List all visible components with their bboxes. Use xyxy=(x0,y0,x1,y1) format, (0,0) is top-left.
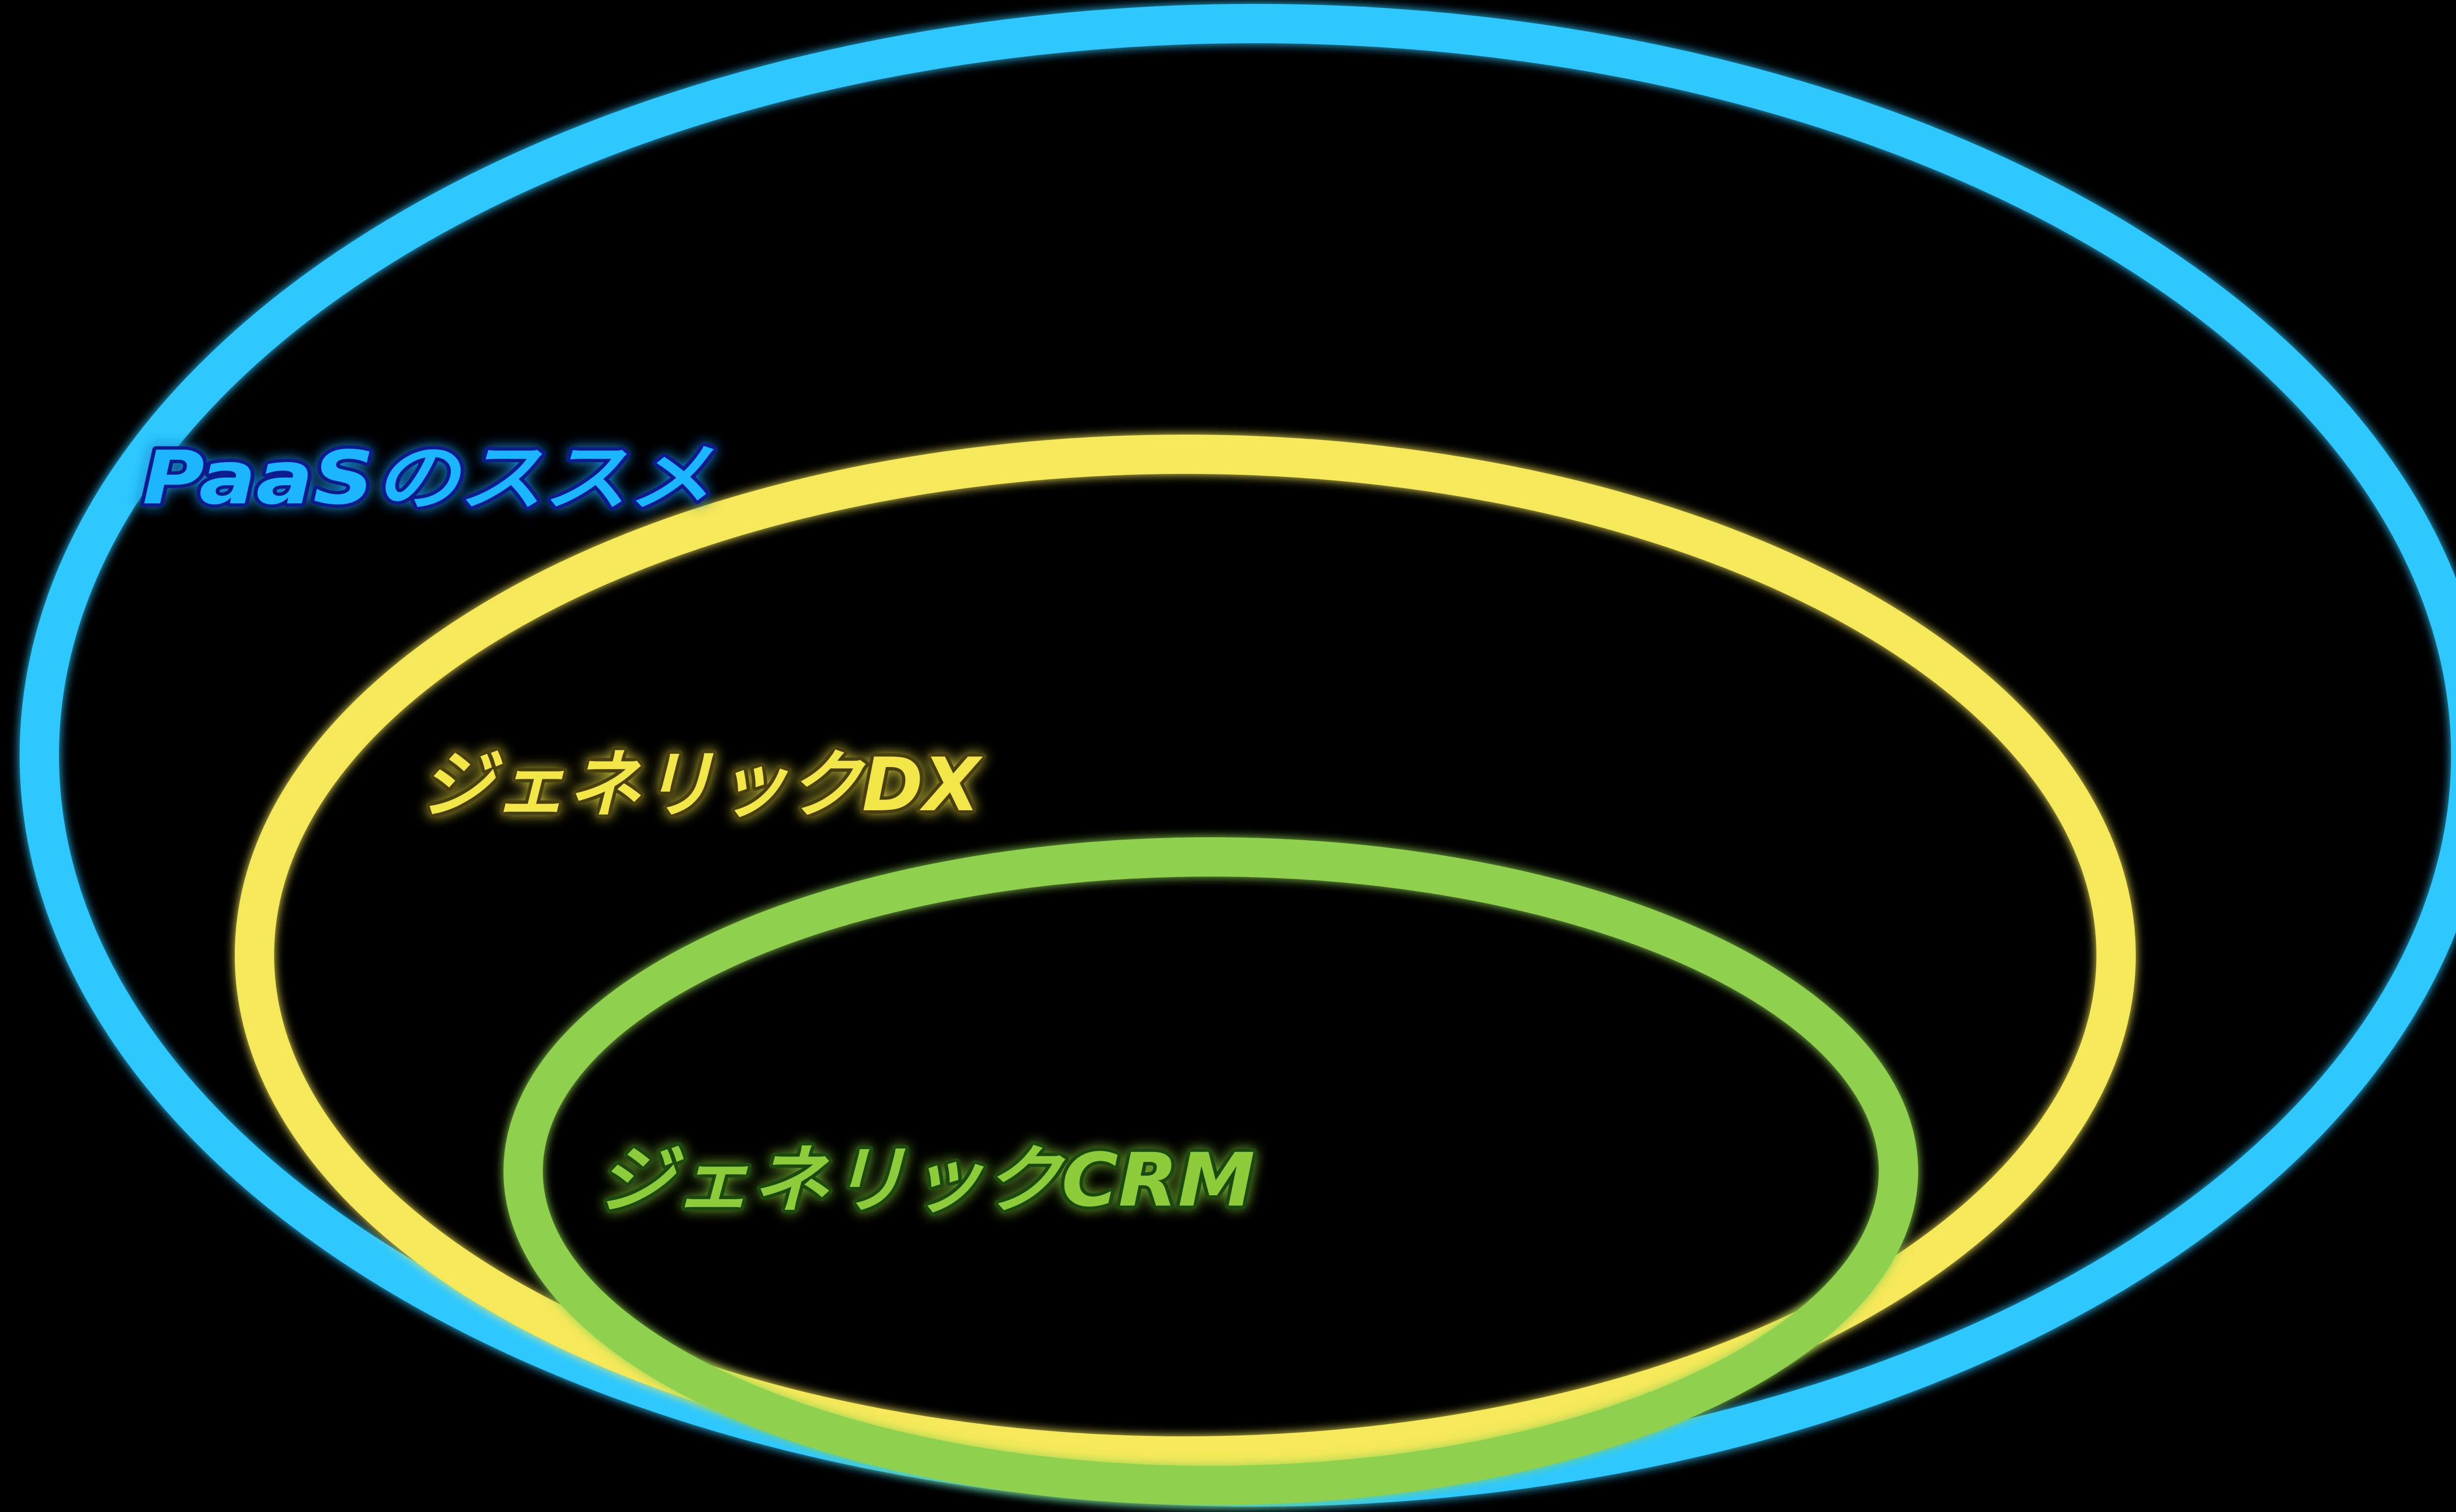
ring-paas xyxy=(20,4,2456,1507)
ring-label-paas: PaaSのススメ xyxy=(142,436,714,521)
ring-paas-ellipse xyxy=(20,4,2456,1507)
ring-label-crm: ジェネリックCRM xyxy=(597,1138,1255,1223)
ring-crm xyxy=(503,837,1918,1505)
ring-label-dx: ジェネリックDX xyxy=(420,742,983,828)
ring-crm-ellipse xyxy=(503,837,1918,1505)
ring-dx xyxy=(235,435,2136,1476)
ring-dx-ellipse xyxy=(235,435,2136,1476)
